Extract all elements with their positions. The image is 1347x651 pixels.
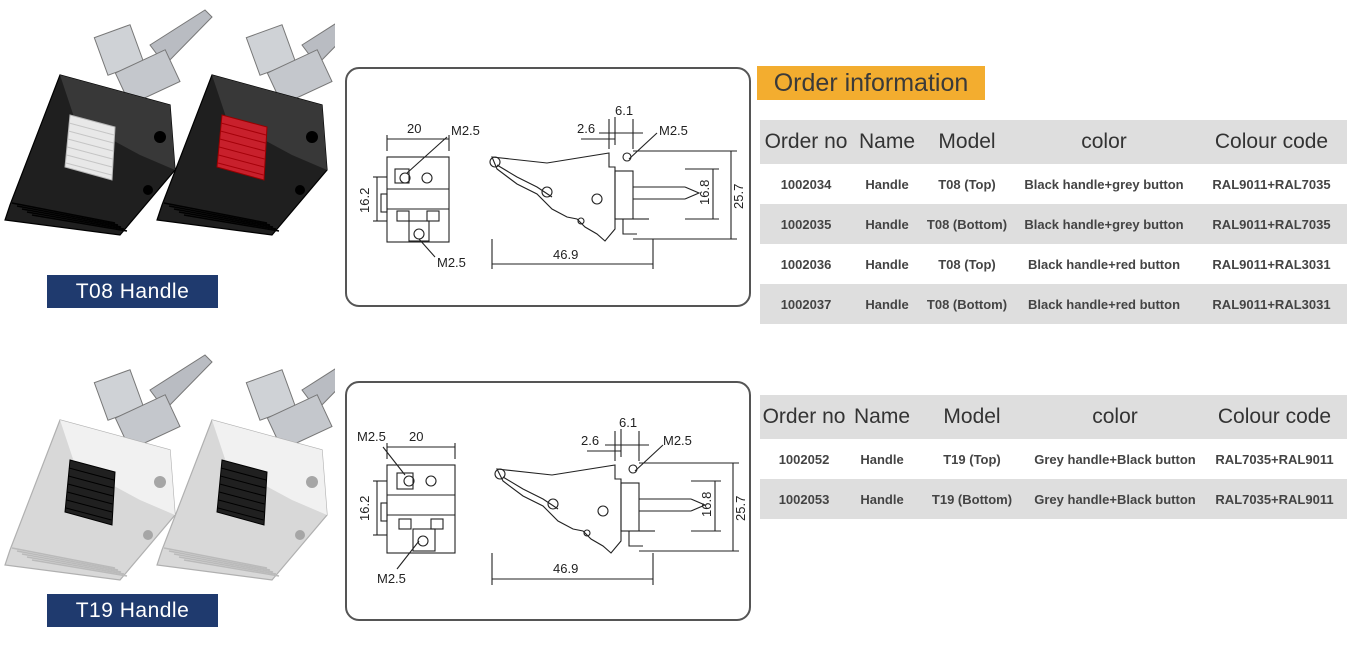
t19-handle-caption: T19 Handle: [47, 594, 218, 627]
t08-dim-height: 16.2: [357, 188, 372, 213]
t19-dim-length: 46.9: [553, 561, 578, 576]
cell-name: Handle: [860, 451, 904, 467]
t08-dim-offset-a: 2.6: [577, 121, 595, 136]
cell-model: T08 (Bottom): [922, 204, 1012, 244]
t08-dim-thread-side: M2.5: [659, 123, 688, 138]
t19-order-table: Order no Name Model color Colour code 10…: [760, 395, 1347, 519]
table-row: 1002034 Handle T08 (Top) Black handle+gr…: [760, 164, 1347, 204]
cell-color: Grey handle+Black button: [1034, 451, 1196, 467]
t19-dim-offset-a: 2.6: [581, 433, 599, 448]
cell-color: Black handle+grey button: [1024, 176, 1184, 192]
cell-name: Handle: [852, 204, 922, 244]
t08-dim-length: 46.9: [553, 247, 578, 262]
t08-handle-product-image: [4, 9, 335, 236]
cell-color: Black handle+grey button: [1012, 204, 1196, 244]
order-information-title: Order information: [757, 66, 985, 100]
cell-order-no: 1002053: [760, 479, 848, 519]
cell-colour-code: RAL9011+RAL3031: [1212, 256, 1331, 272]
cell-name: Handle: [865, 256, 909, 272]
order-table-header: Order no Name Model color Colour code: [760, 395, 1347, 439]
header-colour-code: Colour code: [1202, 395, 1347, 439]
t08-handle-caption: T08 Handle: [47, 275, 218, 308]
t08-dim-pin-height: 16.8: [697, 180, 712, 205]
cell-name: Handle: [852, 284, 922, 324]
table-row: 1002035 Handle T08 (Bottom) Black handle…: [760, 204, 1347, 244]
t19-dim-height: 16.2: [357, 496, 372, 521]
header-order-no: Order no: [760, 395, 848, 439]
header-name: Name: [852, 120, 922, 164]
cell-model: T08 (Bottom): [922, 284, 1012, 324]
t19-dim-width: 20: [409, 429, 423, 444]
t08-dim-offset-b: 6.1: [615, 103, 633, 118]
table-row: 1002037 Handle T08 (Bottom) Black handle…: [760, 284, 1347, 324]
table-row: 1002036 Handle T08 (Top) Black handle+re…: [760, 244, 1347, 284]
header-name: Name: [848, 395, 916, 439]
handle-render-4: [156, 368, 335, 581]
table-row: 1002053 Handle T19 (Bottom) Grey handle+…: [760, 479, 1347, 519]
cell-order-no: 1002036: [780, 256, 832, 272]
header-color: color: [1028, 395, 1202, 439]
t08-dim-thread-top: M2.5: [451, 123, 480, 138]
cell-colour-code: RAL9011+RAL7035: [1212, 176, 1331, 192]
t19-dim-thread-bottom: M2.5: [377, 571, 406, 586]
t08-dim-overall-height: 25.7: [731, 184, 746, 209]
t08-technical-drawing: 20 M2.5 16.2 M2.5 46.9 2.6 6.1 M2.5 16.8…: [345, 67, 751, 307]
cell-order-no: 1002052: [778, 451, 830, 467]
order-table-header: Order no Name Model color Colour code: [760, 120, 1347, 164]
cell-order-no: 1002037: [760, 284, 852, 324]
t08-dim-thread-bottom: M2.5: [437, 255, 466, 270]
cell-order-no: 1002035: [760, 204, 852, 244]
header-order-no: Order no: [760, 120, 852, 164]
handle-render-1: [4, 9, 213, 236]
t19-dim-overall-height: 25.7: [733, 496, 748, 521]
cell-colour-code: RAL9011+RAL3031: [1196, 284, 1347, 324]
t08-dim-width: 20: [407, 121, 421, 136]
cell-colour-code: RAL9011+RAL7035: [1196, 204, 1347, 244]
cell-color: Black handle+red button: [1012, 284, 1196, 324]
cell-color: Grey handle+Black button: [1028, 479, 1202, 519]
header-colour-code: Colour code: [1196, 120, 1347, 164]
cell-name: Handle: [848, 479, 916, 519]
handle-render-2: [156, 23, 335, 236]
t19-dim-thread-top: M2.5: [357, 429, 386, 444]
t19-dim-pin-height: 16.8: [699, 492, 714, 517]
handle-render-3: [4, 354, 213, 581]
t19-handle-product-image: [4, 354, 335, 581]
cell-color: Black handle+red button: [1027, 256, 1181, 272]
t19-dim-thread-side: M2.5: [663, 433, 692, 448]
cell-model: T08 (Top): [938, 176, 996, 192]
header-color: color: [1012, 120, 1196, 164]
cell-model: T19 (Bottom): [916, 479, 1028, 519]
cell-order-no: 1002034: [780, 176, 832, 192]
t08-order-table: Order no Name Model color Colour code 10…: [760, 120, 1347, 324]
t19-dim-offset-b: 6.1: [619, 415, 637, 430]
cell-colour-code: RAL7035+RAL9011: [1215, 451, 1334, 467]
header-model: Model: [916, 395, 1028, 439]
cell-name: Handle: [865, 176, 909, 192]
header-model: Model: [922, 120, 1012, 164]
table-row: 1002052 Handle T19 (Top) Grey handle+Bla…: [760, 439, 1347, 479]
cell-model: T08 (Top): [938, 256, 996, 272]
cell-colour-code: RAL7035+RAL9011: [1202, 479, 1347, 519]
cell-model: T19 (Top): [943, 451, 1001, 467]
t19-technical-drawing: M2.5 20 16.2 M2.5 46.9 2.6 6.1 M2.5 16.8…: [345, 381, 751, 621]
